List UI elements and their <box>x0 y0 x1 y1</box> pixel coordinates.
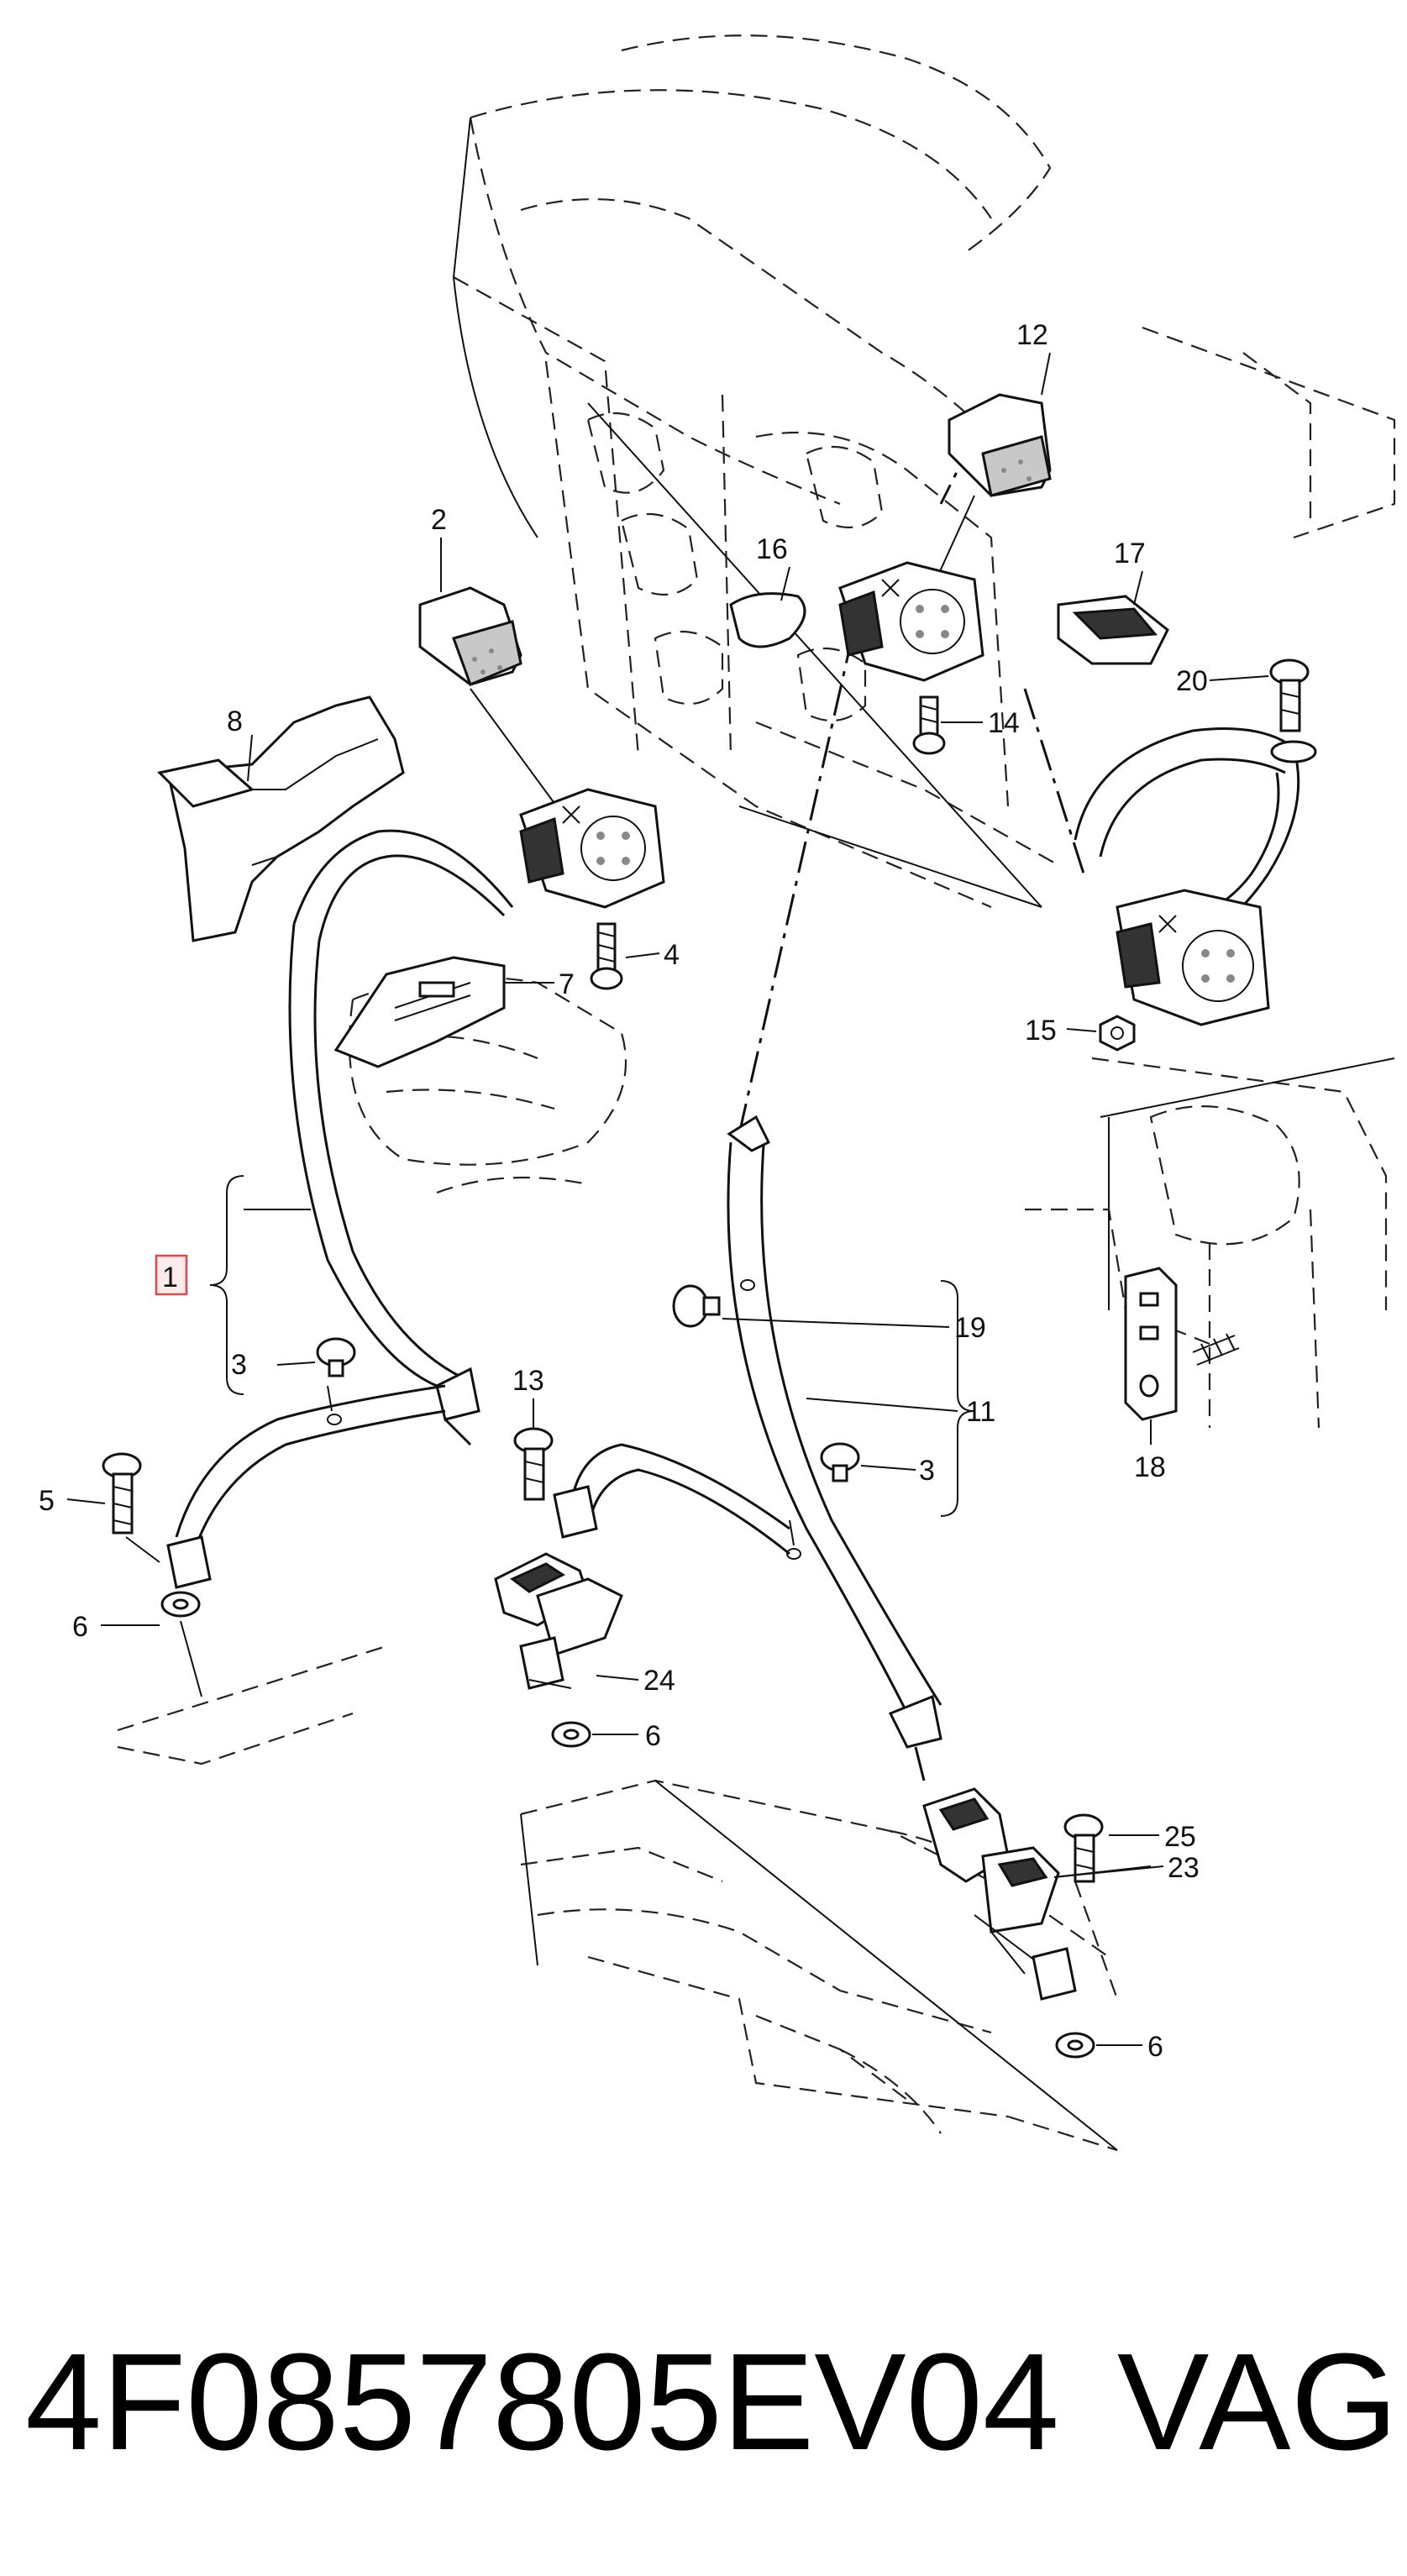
bolt-part-20 <box>1269 658 1317 763</box>
callout-13[interactable]: 13 <box>512 1365 544 1397</box>
retractor-right <box>1074 727 1300 1026</box>
callout-18[interactable]: 18 <box>1134 1451 1166 1483</box>
callout-23[interactable]: 23 <box>1168 1852 1200 1884</box>
callout-6a[interactable]: 6 <box>72 1611 88 1643</box>
callout-19[interactable]: 19 <box>954 1312 986 1344</box>
nut-part-15 <box>1099 1015 1136 1052</box>
seat-belt-exploded-diagram: 1 2 3 3 4 5 6 6 6 7 8 11 12 13 14 15 16 … <box>39 34 1396 2152</box>
buckle-part-24 <box>494 1552 623 1690</box>
trim-part-16 <box>729 592 806 648</box>
callout-16[interactable]: 16 <box>756 533 788 565</box>
callout-4[interactable]: 4 <box>664 939 680 971</box>
bolt-part-13 <box>513 1427 554 1501</box>
callout-1[interactable]: 1 <box>162 1262 178 1293</box>
washer-part-6c <box>1055 2032 1095 2059</box>
washer-part-6b <box>551 1721 591 1748</box>
trim-part-17 <box>1057 595 1169 665</box>
callout-24[interactable]: 24 <box>643 1665 675 1697</box>
part-number: 4F0857805EV04 <box>25 2325 1060 2479</box>
belt-guide-part-7 <box>333 956 506 1068</box>
belt-webbing-part-1 <box>166 829 514 1589</box>
pillar-trim-part-8 <box>156 695 405 942</box>
brand-name: VAG <box>1117 2325 1399 2479</box>
retractor-left <box>519 788 665 909</box>
caption: 4F0857805EV04 VAG <box>0 2318 1407 2486</box>
callout-20[interactable]: 20 <box>1176 665 1208 697</box>
callout-leaders <box>66 352 1269 2046</box>
callout-3b[interactable]: 3 <box>919 1455 935 1487</box>
callout-1-highlight-box <box>155 1254 188 1296</box>
bolt-part-4 <box>590 922 623 990</box>
buckle-part-23 <box>922 1787 1077 2001</box>
callout-7[interactable]: 7 <box>559 968 575 1000</box>
body-solid-lines <box>452 117 1395 2151</box>
cover-cap-part-2 <box>418 586 564 816</box>
callout-labels: 1 2 3 3 4 5 6 6 6 7 8 11 12 13 14 15 16 … <box>39 319 1208 2063</box>
callout-12[interactable]: 12 <box>1016 319 1048 351</box>
bolt-part-5 <box>102 1452 160 1563</box>
anchor-plate-part-18 <box>1124 1267 1240 1421</box>
belt-webbing-part-11 <box>553 1115 942 1781</box>
callout-2[interactable]: 2 <box>431 504 447 536</box>
callout-17[interactable]: 17 <box>1114 538 1146 569</box>
cover-cap-part-12 <box>932 393 1052 589</box>
bolt-part-14 <box>912 695 946 755</box>
callout-15[interactable]: 15 <box>1025 1015 1057 1047</box>
callout-8[interactable]: 8 <box>227 706 243 737</box>
callout-14[interactable]: 14 <box>988 707 1020 739</box>
clip-part-3a <box>316 1337 356 1377</box>
retractor-centre <box>838 561 984 682</box>
washer-part-6a <box>160 1591 202 1697</box>
callout-6c[interactable]: 6 <box>1147 2031 1163 2063</box>
clip-part-3b <box>820 1442 860 1482</box>
callout-25[interactable]: 25 <box>1164 1821 1196 1853</box>
body-structure-outline <box>117 34 1396 2152</box>
callout-5[interactable]: 5 <box>39 1485 55 1517</box>
callout-3a[interactable]: 3 <box>231 1349 247 1381</box>
clip-part-19 <box>672 1284 721 1328</box>
callout-11[interactable]: 11 <box>966 1396 995 1428</box>
bolt-part-25 <box>1063 1813 1104 1883</box>
callout-6b[interactable]: 6 <box>645 1720 661 1752</box>
